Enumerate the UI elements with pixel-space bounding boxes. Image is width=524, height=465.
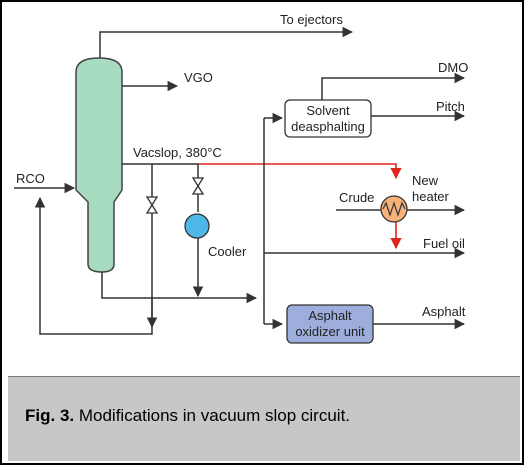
solvent-label-2: deasphalting	[291, 119, 365, 134]
caption-text: Modifications in vacuum slop circuit.	[74, 406, 351, 425]
new-heater-label-2: heater	[412, 189, 450, 204]
figure-caption: Fig. 3. Modifications in vacuum slop cir…	[25, 406, 350, 426]
valve-icon	[191, 177, 205, 195]
caption-bar: Fig. 3. Modifications in vacuum slop cir…	[8, 376, 520, 461]
valve-icon	[145, 196, 159, 214]
crude-label: Crude	[339, 190, 374, 205]
fuel-oil-label: Fuel oil	[423, 236, 465, 251]
dmo-label: DMO	[438, 60, 468, 75]
cooler-label: Cooler	[208, 244, 247, 259]
to-ejectors-label: To ejectors	[280, 12, 343, 27]
dmo-line	[321, 72, 466, 100]
cooler-branch-line	[152, 163, 199, 212]
heater-icon	[380, 195, 408, 223]
to-ejectors-line	[99, 26, 354, 58]
new-heater-label-1: New	[412, 173, 439, 188]
cooler-icon	[184, 213, 210, 239]
vacuum-column	[75, 57, 123, 273]
asphalt-unit-label-2: oxidizer unit	[295, 324, 365, 339]
bottoms-line	[101, 272, 258, 304]
pitch-label: Pitch	[436, 99, 465, 114]
asphalt-label: Asphalt	[422, 304, 466, 319]
vgo-label: VGO	[184, 70, 213, 85]
asphalt-unit-label-1: Asphalt	[308, 308, 352, 323]
solvent-deasphalting-box	[284, 99, 372, 138]
process-flow-diagram: To ejectors VGO RCO Vacslop, 380°C Coole…	[14, 12, 468, 344]
vacslop-label: Vacslop, 380°C	[133, 145, 222, 160]
slop-drop-line	[122, 163, 158, 329]
vacslop-red-line	[198, 163, 402, 180]
rco-label: RCO	[16, 171, 45, 186]
figure-number: Fig. 3.	[25, 406, 75, 425]
solvent-label-1: Solvent	[306, 103, 350, 118]
